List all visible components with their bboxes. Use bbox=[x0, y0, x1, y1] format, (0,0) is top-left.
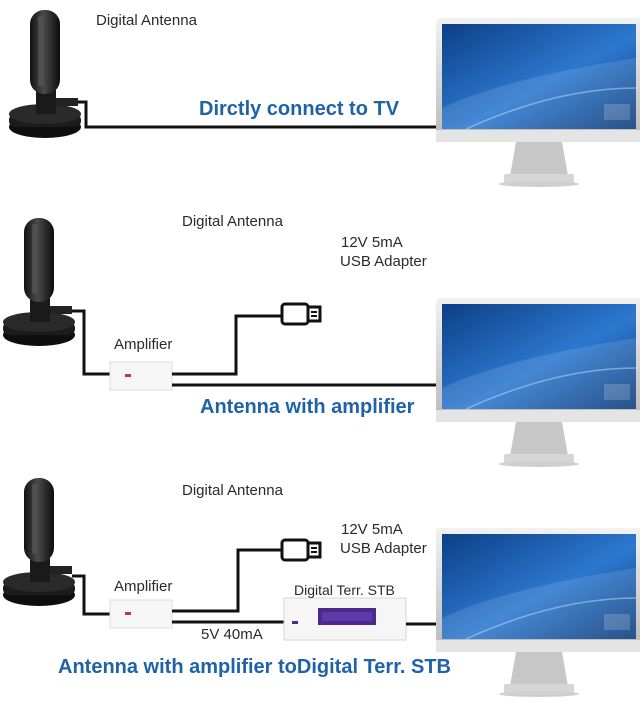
amplifier-3 bbox=[109, 599, 173, 629]
antenna-label-3: Digital Antenna bbox=[182, 482, 283, 499]
antenna-3 bbox=[3, 478, 75, 606]
adapter-line1-2: 12V 5mA bbox=[341, 234, 403, 251]
amplifier-label-2: Amplifier bbox=[114, 336, 173, 353]
set-top-box bbox=[283, 597, 407, 641]
monitor-1 bbox=[435, 17, 640, 188]
caption-1: Dirctly connect to TV bbox=[199, 98, 400, 120]
cable-3a bbox=[72, 574, 112, 616]
adapter-line1-3: 12V 5mA bbox=[341, 521, 403, 538]
cable-1 bbox=[78, 100, 438, 129]
usb-cable-2 bbox=[172, 314, 282, 376]
usb-cable-3 bbox=[172, 548, 282, 613]
adapter-line2-3: USB Adapter bbox=[340, 540, 427, 557]
usb-plug-2 bbox=[280, 302, 322, 326]
monitor-2 bbox=[435, 297, 640, 468]
antenna-label-2: Digital Antenna bbox=[182, 213, 283, 230]
amplifier-2 bbox=[109, 361, 173, 391]
caption-3: Antenna with amplifier toDigital Terr. S… bbox=[58, 656, 451, 678]
antenna-1 bbox=[9, 10, 81, 138]
amplifier-label-3: Amplifier bbox=[114, 578, 173, 595]
stb-label: Digital Terr. STB bbox=[294, 582, 395, 598]
caption-2: Antenna with amplifier bbox=[200, 396, 415, 418]
usb-plug-3 bbox=[280, 538, 322, 562]
cable-2a bbox=[72, 309, 112, 376]
antenna-2 bbox=[3, 218, 75, 346]
adapter-line2-2: USB Adapter bbox=[340, 253, 427, 270]
antenna-label-1: Digital Antenna bbox=[96, 12, 197, 29]
monitor-3 bbox=[435, 527, 640, 698]
voltage-label: 5V 40mA bbox=[201, 626, 263, 643]
